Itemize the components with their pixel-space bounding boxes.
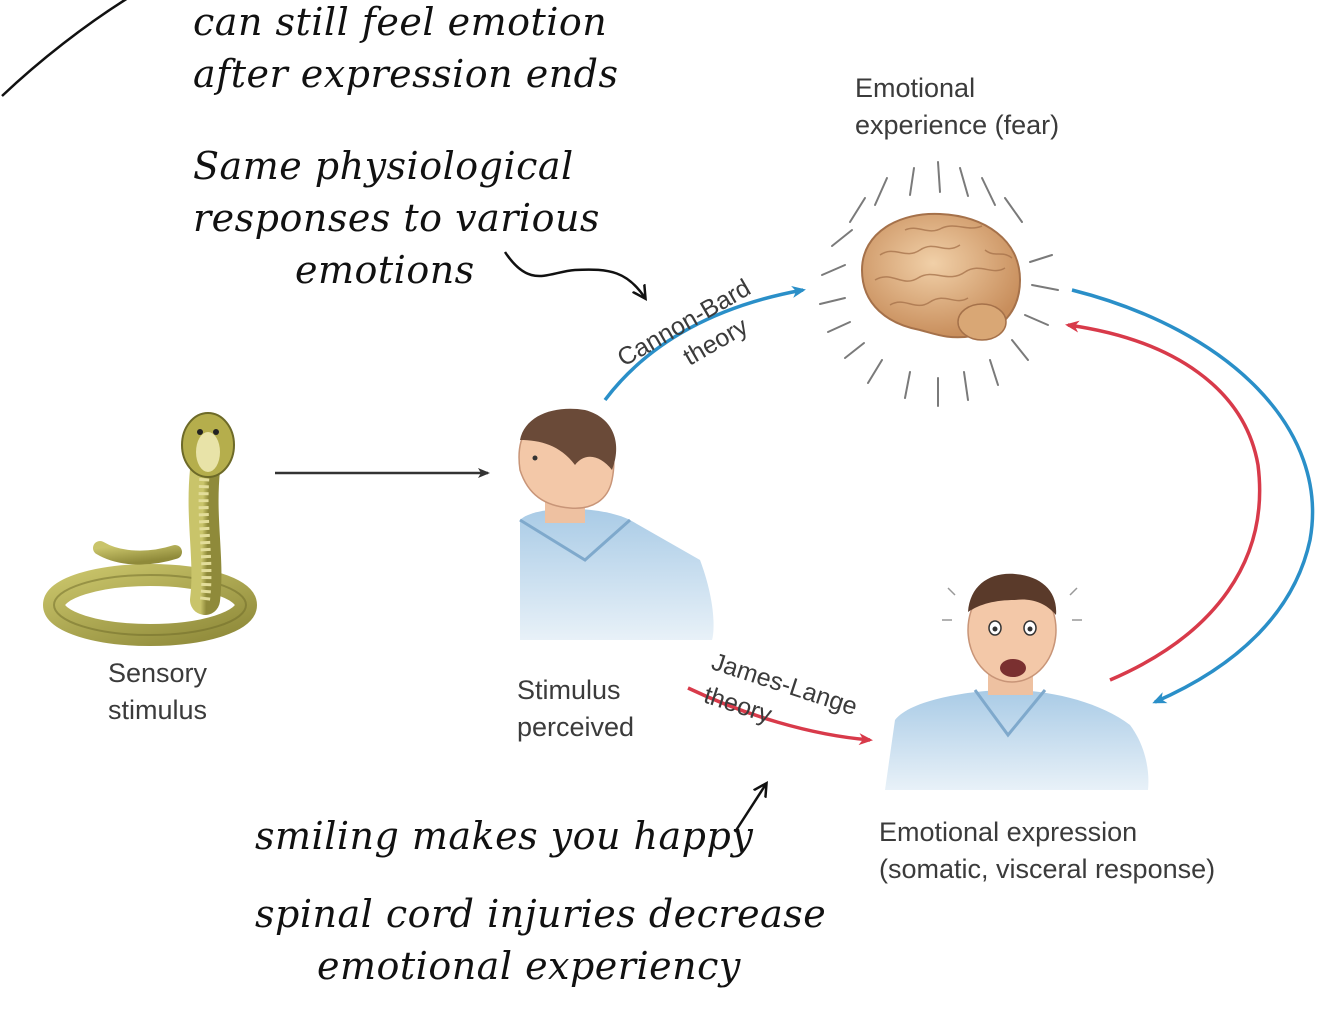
- stimulus-perceived-line2: perceived: [517, 712, 635, 742]
- handwritten-note-top-line2: after expression ends: [193, 52, 619, 96]
- hand-drawn-arrow-to-james-lange: [733, 784, 766, 833]
- handwritten-note-smiling: smiling makes you happy: [255, 810, 753, 862]
- handwritten-note-spinal: spinal cord injuries decrease emotional …: [255, 888, 826, 992]
- handwritten-note-smiling-text: smiling makes you happy: [255, 814, 754, 858]
- sensory-stimulus-line2: stimulus: [108, 695, 208, 725]
- emotional-experience-line2: experience (fear): [855, 110, 1060, 140]
- handwritten-note-middle: Same physiological responses to various …: [193, 140, 600, 296]
- james-lange-label: James-Lange theory: [700, 648, 860, 730]
- hand-drawn-arrow-to-cannon-bard: [503, 251, 645, 298]
- person-afraid-illustration: [885, 573, 1149, 790]
- handwritten-note-spinal-line1: spinal cord injuries decrease: [255, 892, 827, 936]
- james-lange-arrow: [687, 686, 873, 746]
- cannon-bard-arrow: [603, 286, 806, 402]
- emotional-experience-line1: Emotional: [855, 73, 976, 103]
- brain-illustration: [819, 161, 1059, 407]
- handwritten-note-middle-line1: Same physiological: [193, 144, 574, 188]
- emotional-expression-line2: (somatic, visceral response): [879, 854, 1216, 884]
- emotional-experience-label: Emotional experience (fear): [855, 70, 1059, 144]
- hand-drawn-line: [1, 0, 128, 97]
- cannon-bard-return-arrow: [1071, 288, 1315, 704]
- sensory-stimulus-label: Sensory stimulus: [108, 655, 207, 729]
- stimulus-perceived-line1: Stimulus: [517, 675, 621, 705]
- emotional-expression-label: Emotional expression (somatic, visceral …: [879, 814, 1215, 888]
- handwritten-note-spinal-line2: emotional experiency: [317, 944, 741, 988]
- handwritten-note-middle-line2: responses to various: [193, 196, 600, 240]
- sensory-stimulus-line1: Sensory: [108, 658, 208, 688]
- emotional-expression-line1: Emotional expression: [879, 817, 1138, 847]
- handwritten-note-top-line1: can still feel emotion: [193, 0, 608, 44]
- james-lange-return-arrow: [1065, 320, 1262, 682]
- snake-illustration: [43, 412, 257, 646]
- cannon-bard-label: Cannon-Bard theory: [613, 274, 756, 373]
- handwritten-note-middle-line3: emotions: [295, 248, 475, 292]
- stimulus-perceived-label: Stimulus perceived: [517, 672, 634, 746]
- person-perceiving-illustration: [518, 408, 714, 640]
- handwritten-note-top: can still feel emotion after expression …: [193, 0, 619, 100]
